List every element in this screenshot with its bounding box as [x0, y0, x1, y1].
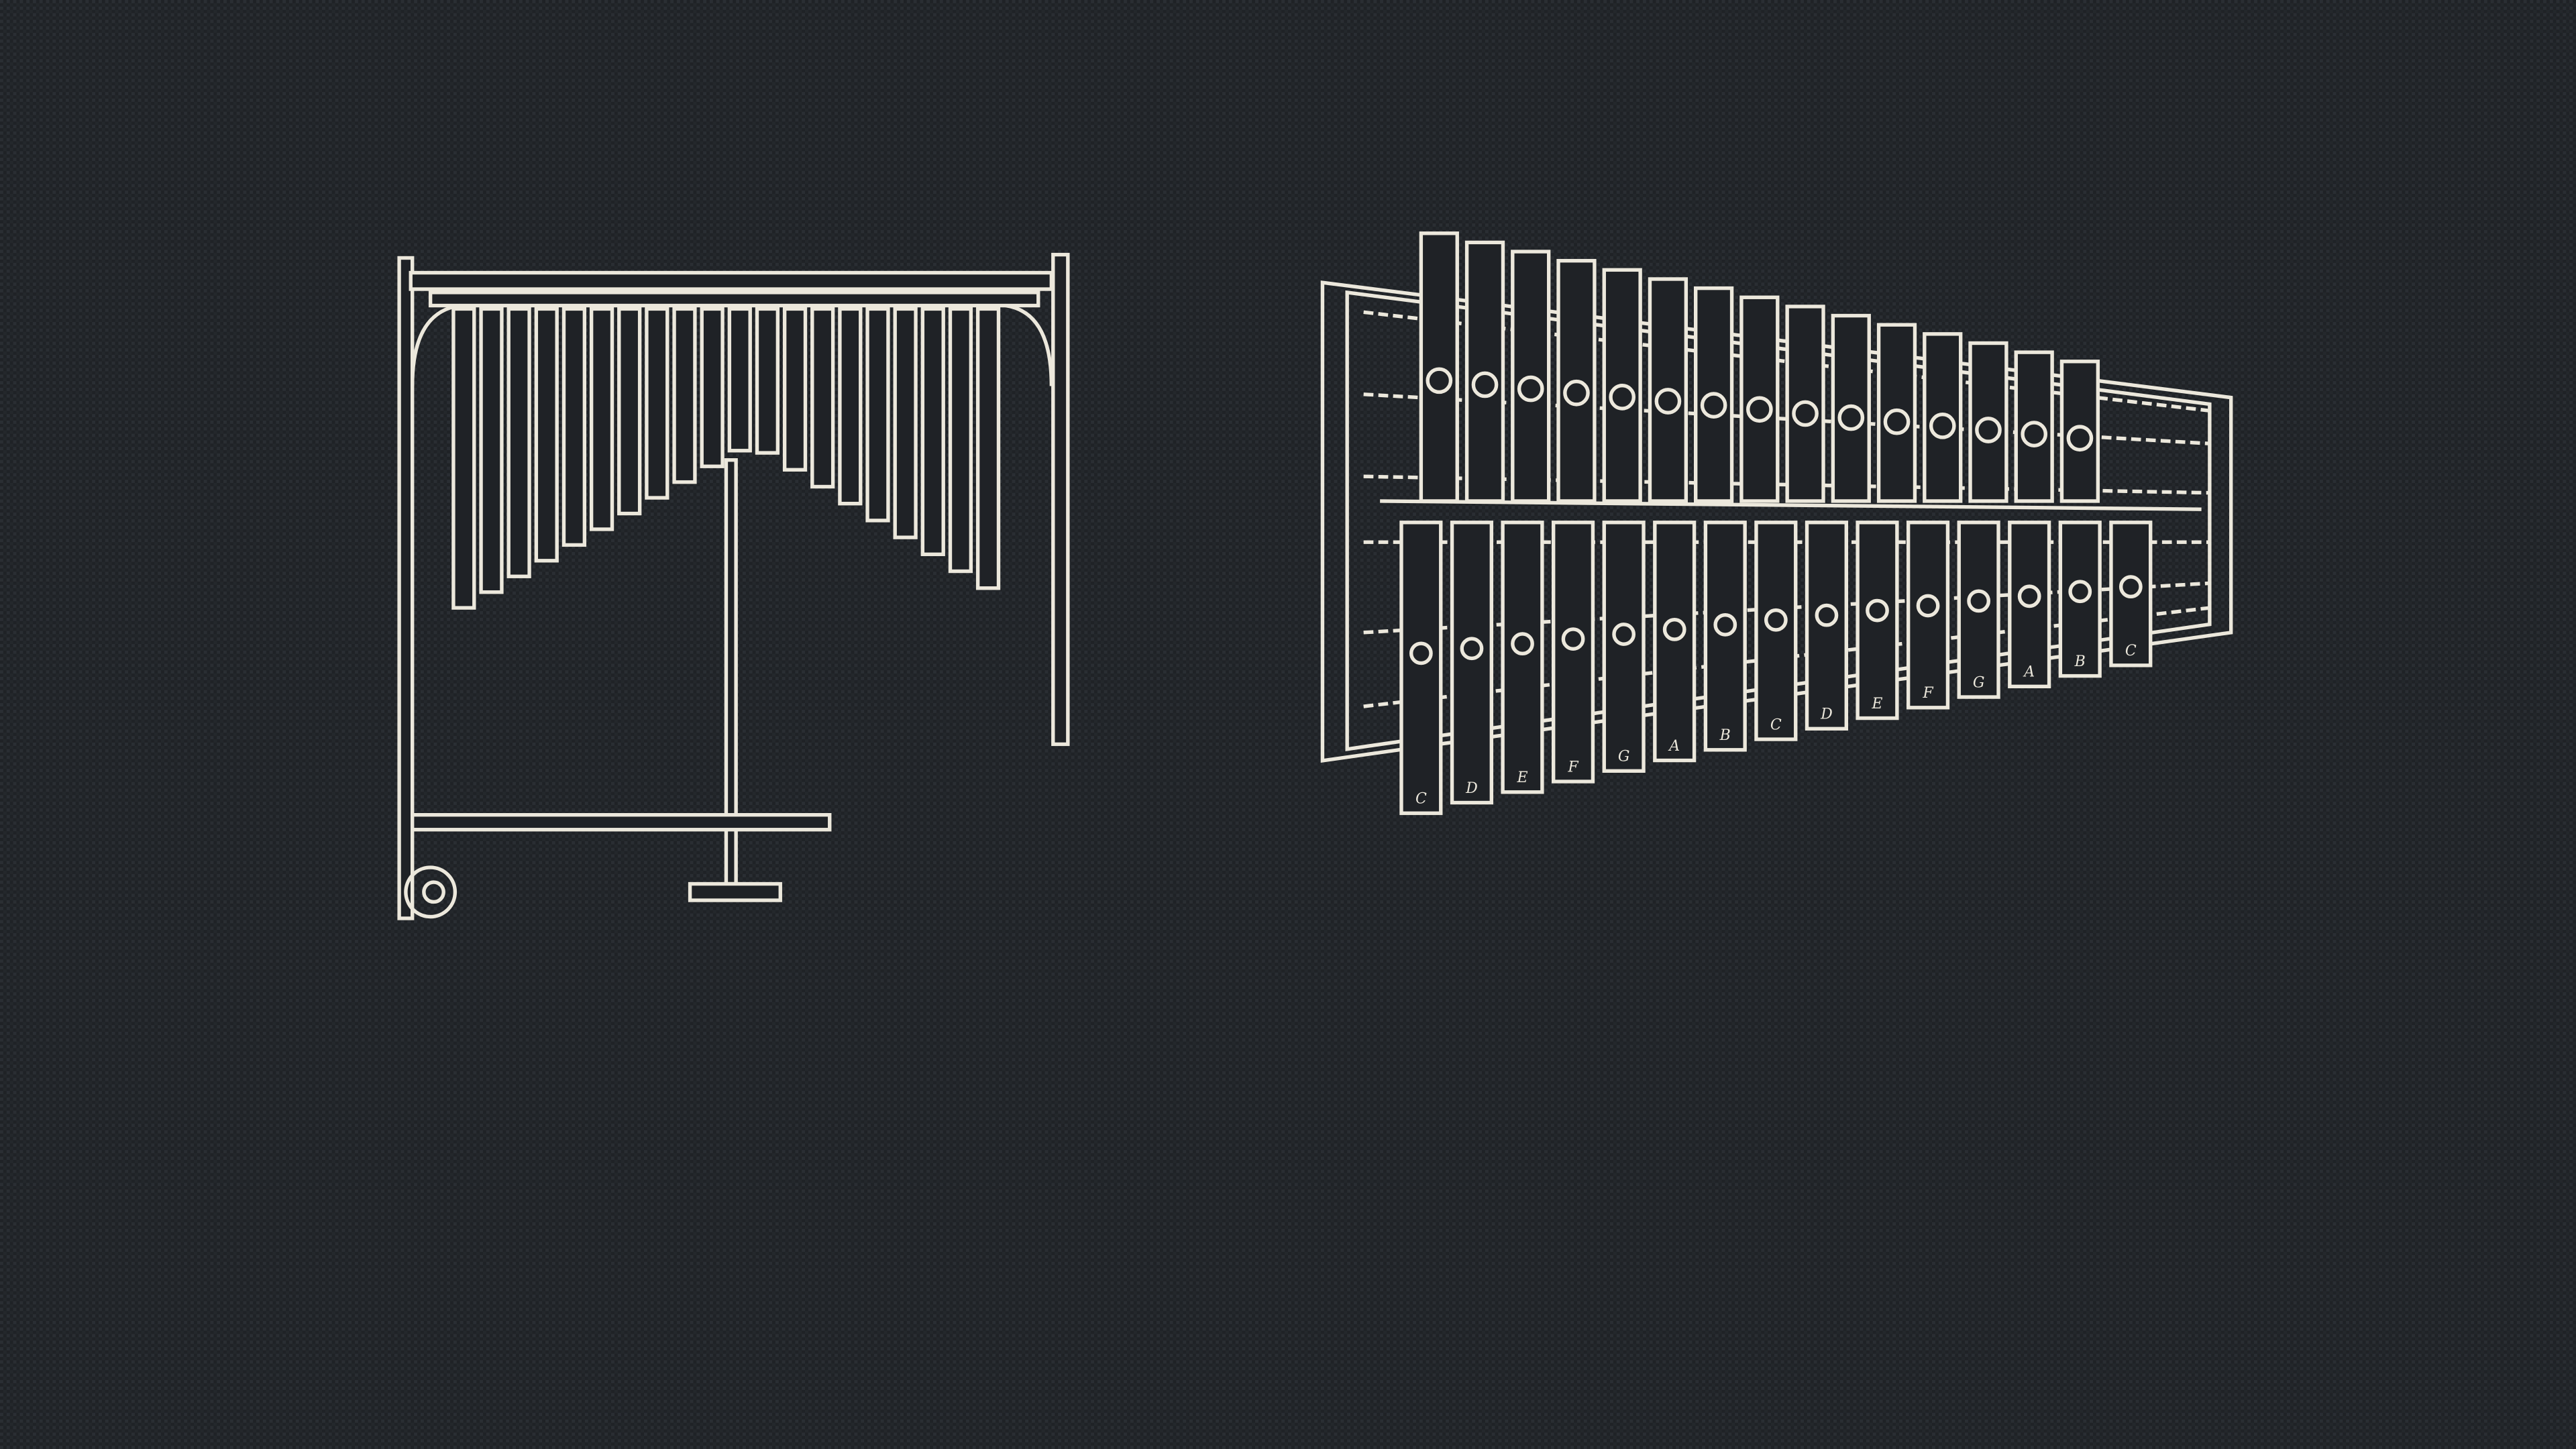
bar-note-label: E — [1516, 769, 1527, 786]
upper-bar — [1923, 332, 1963, 503]
hanging-bar — [479, 307, 504, 594]
hanging-bar — [782, 307, 808, 472]
hanging-bar — [975, 307, 1001, 590]
two-row-xylophone-drawing: C D E F G A B C D E F G A B C — [1320, 231, 2233, 815]
bar-mount-hole — [1612, 623, 1636, 646]
lower-bar — [2008, 521, 2051, 689]
bar-mount-hole — [1713, 612, 1737, 637]
bar-mount-hole — [1426, 367, 1453, 394]
bottom-rail — [411, 813, 832, 832]
bar-note-label: G — [1973, 674, 1985, 691]
hanging-bar — [561, 307, 587, 547]
hanging-bar — [865, 307, 890, 523]
bar-note-label: A — [1668, 738, 1680, 755]
lower-bar — [2058, 521, 2102, 678]
lower-bar — [1399, 521, 1443, 815]
bar-mount-hole — [1654, 388, 1682, 415]
hanging-bar — [948, 307, 973, 574]
lower-bar — [1957, 521, 2000, 699]
bar-note-label: F — [1922, 685, 1933, 702]
bar-mount-hole — [1792, 400, 1819, 427]
hanging-bar — [589, 307, 614, 531]
bar-mount-hole — [1511, 632, 1534, 656]
lower-bar — [2109, 521, 2153, 667]
bar-note-label: D — [1820, 706, 1833, 723]
hanging-bar — [727, 307, 752, 453]
bar-mount-hole — [1561, 627, 1585, 651]
caster-hub — [422, 880, 445, 904]
hanging-bar — [838, 307, 863, 506]
bar-mount-hole — [2017, 584, 2041, 608]
bar-mount-hole — [1471, 371, 1499, 398]
upper-bar — [2014, 350, 2054, 503]
lower-bar — [1450, 521, 1494, 805]
bar-note-label: A — [2023, 664, 2035, 681]
bar-mount-hole — [2066, 425, 2094, 452]
hanging-bar — [755, 307, 780, 455]
bar-mount-hole — [1967, 589, 1991, 613]
hanging-bar — [534, 307, 559, 563]
hanging-bar — [810, 307, 835, 489]
hanging-bar — [700, 307, 724, 468]
upper-bar — [1419, 231, 1459, 503]
right-post — [1051, 252, 1070, 747]
bar-note-label: B — [1719, 727, 1731, 744]
hanging-bar — [672, 307, 697, 484]
bar-mount-hole — [1815, 603, 1839, 627]
bar-mount-hole — [1929, 413, 1956, 439]
bar-mount-hole — [1883, 408, 1911, 435]
bar-mount-hole — [1975, 417, 2002, 443]
caster-wheel — [404, 865, 458, 919]
bar-note-label: E — [1871, 696, 1882, 712]
bar-mount-hole — [1409, 641, 1433, 665]
bar-mount-hole — [1916, 594, 1940, 618]
left-curved-arm — [411, 303, 461, 386]
hanging-bar — [920, 307, 945, 557]
bar-mount-hole — [1460, 637, 1484, 661]
top-rail — [409, 270, 1054, 291]
lower-bar — [1501, 521, 1544, 794]
bar-mount-hole — [1563, 379, 1590, 407]
hanging-bar — [645, 307, 669, 500]
inner-frame — [1345, 290, 2212, 751]
bar-mount-hole — [1609, 384, 1636, 411]
top-rail-lower — [428, 290, 1040, 308]
bar-note-label: F — [1567, 759, 1578, 775]
hanging-bar — [506, 307, 531, 578]
hanging-bar — [617, 307, 642, 516]
bar-note-label: G — [1618, 749, 1630, 765]
bar-note-label: C — [1415, 791, 1427, 808]
hanging-bar — [893, 307, 918, 539]
right-curved-arm — [1005, 303, 1054, 386]
upper-bar — [1648, 277, 1688, 503]
bar-mount-hole — [1662, 618, 1686, 641]
upright-xylophone-drawing — [397, 252, 1070, 920]
bar-mount-hole — [2021, 421, 2048, 447]
bar-note-label: C — [1770, 716, 1782, 733]
lower-bar — [1551, 521, 1595, 784]
bar-mount-hole — [1517, 375, 1544, 402]
bar-note-label: C — [2125, 643, 2137, 659]
upper-bar — [1876, 323, 1917, 503]
bar-note-label: D — [1465, 780, 1478, 797]
bar-mount-hole — [1866, 598, 1889, 623]
bar-mount-hole — [1700, 392, 1727, 419]
lower-bar — [1602, 521, 1646, 773]
bar-mount-hole — [2068, 580, 2092, 604]
hanging-bar — [451, 307, 476, 610]
upper-bar — [1831, 313, 1871, 503]
bar-note-label: B — [2074, 653, 2086, 670]
lower-bar — [1653, 521, 1697, 763]
pole-foot — [688, 881, 782, 902]
bar-mount-hole — [2118, 575, 2143, 599]
left-post — [397, 256, 415, 920]
upper-bar — [1968, 341, 2008, 503]
bar-mount-hole — [1837, 404, 1865, 431]
bar-mount-hole — [1764, 608, 1788, 632]
upper-bar — [2059, 360, 2100, 503]
bar-mount-hole — [1746, 396, 1773, 423]
